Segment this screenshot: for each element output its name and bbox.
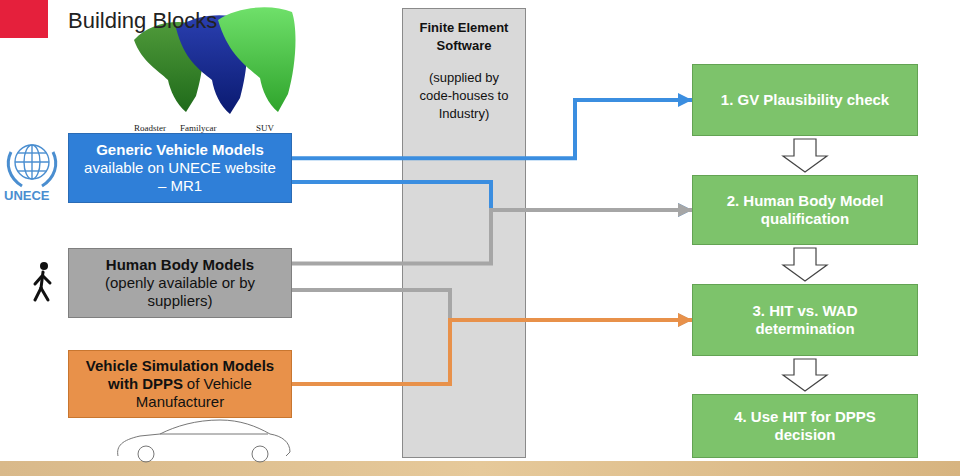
flow-arrow <box>783 139 827 172</box>
software-panel: Finite Element Software (supplied by code… <box>402 8 526 458</box>
vehicle-label: Familycar <box>180 123 217 133</box>
source-box: Generic Vehicle Modelsavailable on UNECE… <box>68 133 292 203</box>
box-heading: Generic Vehicle Models <box>96 141 264 159</box>
box-heading: Human Body Models <box>106 256 254 274</box>
source-box: Vehicle Simulation Models with DPPSof Ve… <box>68 350 292 418</box>
logo-text: UNECE <box>4 188 50 203</box>
flow-arrow <box>783 359 827 391</box>
flow-arrow <box>783 248 827 281</box>
vehicle-label: SUV <box>256 123 274 133</box>
box-heading: 4. Use HIT for DPPS decision <box>703 408 907 444</box>
process-box: 1. GV Plausibility check <box>692 64 918 136</box>
pedestrian-icon <box>35 262 50 300</box>
process-box: 4. Use HIT for DPPS decision <box>692 394 918 458</box>
box-heading: 2. Human Body Model qualification <box>703 192 907 228</box>
process-box: 2. Human Body Model qualification <box>692 175 918 245</box>
box-heading: 3. HIT vs. WAD determination <box>703 302 907 338</box>
box-heading: Finite Element Software <box>413 19 515 55</box>
box-text: (openly available or by suppliers) <box>79 274 281 310</box>
page-title: Building Blocks <box>68 8 217 34</box>
source-box: Human Body Models(openly available or by… <box>68 248 292 318</box>
car-outline <box>118 420 290 462</box>
vehicle-label: Roadster <box>134 123 166 133</box>
box-text: available on UNECE website – MR1 <box>79 159 281 195</box>
box-text: (supplied by code-houses to Industry) <box>413 69 515 123</box>
footer-band <box>0 461 960 476</box>
accent-square <box>0 0 48 38</box>
process-box: 3. HIT vs. WAD determination <box>692 284 918 356</box>
unece-emblem <box>8 145 55 186</box>
box-heading: 1. GV Plausibility check <box>721 91 889 109</box>
